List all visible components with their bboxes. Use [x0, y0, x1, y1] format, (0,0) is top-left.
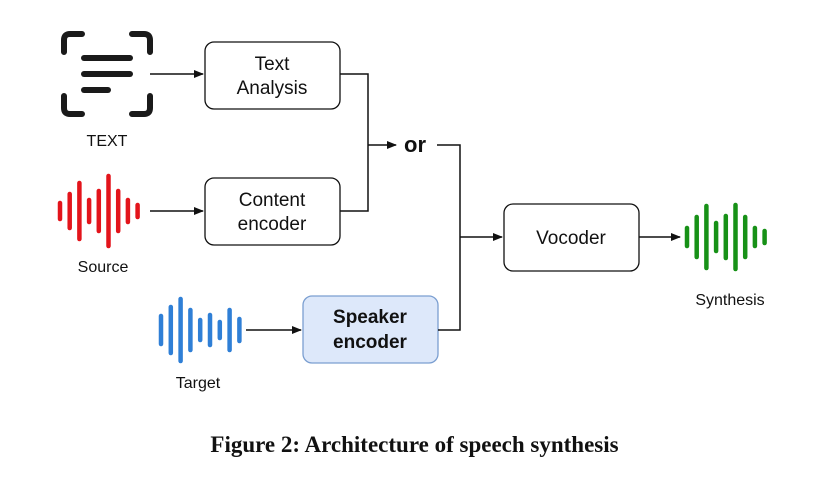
target-waveform-icon	[158, 296, 242, 364]
target-input-label: Target	[176, 375, 221, 392]
content-encoder-label-line1: Content	[239, 190, 306, 211]
source-input-label: Source	[78, 259, 129, 276]
architecture-diagram: TEXT Source Target Synthesis Text Analys…	[57, 31, 767, 392]
synthesis-waveform-icon	[684, 202, 767, 272]
figure-caption: Figure 2: Architecture of speech synthes…	[210, 432, 619, 457]
speaker-encoder-node: Speaker encoder	[302, 295, 439, 364]
text-input-label: TEXT	[87, 133, 128, 150]
edge-or-speaker-bracket	[437, 144, 461, 331]
vocoder-label: Vocoder	[536, 228, 606, 249]
source-waveform-icon	[57, 173, 140, 249]
text-analysis-label-line1: Text	[255, 54, 291, 75]
content-encoder-label-line2: encoder	[238, 214, 307, 235]
speaker-encoder-label-line2: encoder	[333, 332, 408, 353]
text-analysis-label-line2: Analysis	[237, 78, 308, 99]
speaker-encoder-label-line1: Speaker	[333, 307, 408, 328]
text-analysis-node: Text Analysis	[204, 41, 341, 110]
vocoder-node: Vocoder	[503, 203, 640, 272]
synthesis-output-label: Synthesis	[695, 292, 764, 309]
text-document-icon	[61, 31, 153, 117]
edge-merge-bracket	[340, 73, 369, 212]
content-encoder-node: Content encoder	[204, 177, 341, 246]
or-label: or	[404, 132, 426, 157]
